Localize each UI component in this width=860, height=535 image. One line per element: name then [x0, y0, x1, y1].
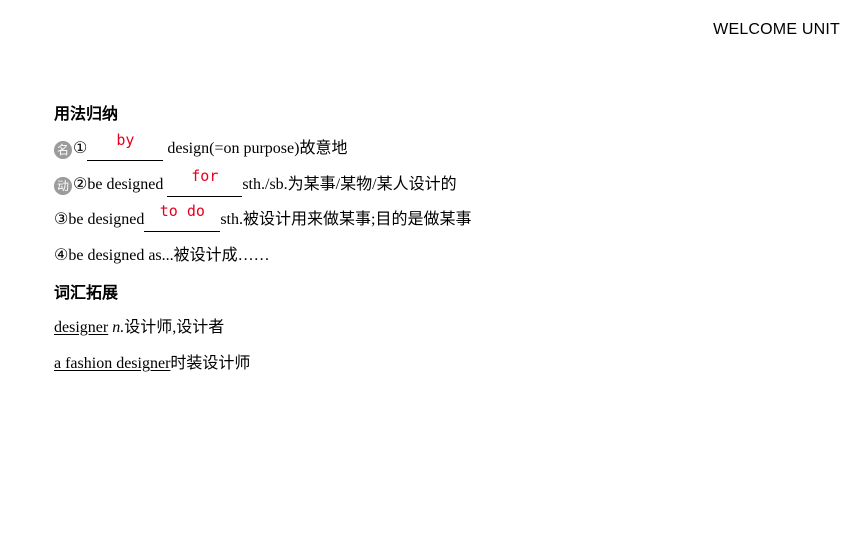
item-number: ② [73, 176, 88, 193]
answer-text: for [191, 167, 219, 185]
unit-title: WELCOME UNIT [713, 21, 840, 38]
vocab-word: a fashion designer [54, 355, 171, 372]
noun-badge: 名 [54, 141, 72, 159]
verb-badge: 动 [54, 177, 72, 195]
item-number: ③ [54, 211, 69, 228]
vocab-meaning: 设计师,设计者 [124, 319, 225, 336]
item-number: ④ [54, 247, 69, 264]
item-text: sth.被设计用来做某事;目的是做某事 [220, 211, 472, 228]
usage-heading: 用法归纳 [54, 104, 119, 123]
item-text: be designed [87, 176, 168, 193]
answer-text: by [116, 131, 135, 149]
vocab-meaning: 时装设计师 [170, 355, 251, 372]
item-text: be designed [68, 211, 145, 228]
vocab-heading: 词汇拓展 [54, 283, 119, 302]
item-text: be designed as...被设计成…… [68, 247, 270, 264]
vocab-item-2: a fashion designer时装设计师 [54, 352, 250, 376]
answer-text: to do [159, 202, 205, 220]
item-number: ① [73, 140, 88, 157]
vocab-word: designer [54, 319, 109, 336]
usage-item-3: ③be designed to do sth.被设计用来做某事;目的是做某事 [54, 202, 472, 232]
item-text: design(=on purpose)故意地 [163, 140, 348, 157]
item-text: sth./sb.为某事/某物/某人设计的 [242, 176, 457, 193]
usage-item-4: ④be designed as...被设计成…… [54, 244, 270, 268]
answer-blank: for [167, 167, 243, 197]
vocab-item-1: designer n.设计师,设计者 [54, 316, 224, 340]
answer-blank: by [87, 131, 164, 161]
answer-blank: to do [144, 202, 221, 232]
part-of-speech: n. [112, 319, 125, 336]
